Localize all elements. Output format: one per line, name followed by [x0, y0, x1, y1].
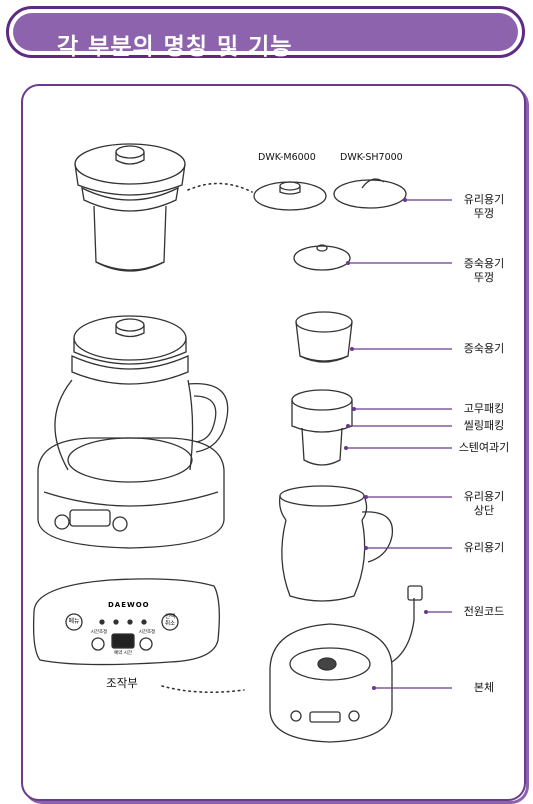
diagram-frame	[21, 84, 526, 801]
strainer-illustration	[291, 389, 353, 466]
part-label-sealing-packing: 씰링패킹	[463, 419, 505, 432]
title-bar-fill: 각 부분의 명칭 및 기능	[13, 13, 518, 60]
steamer-lid-illustration	[293, 244, 351, 271]
control-panel-illustration	[32, 578, 220, 666]
part-label-rubber-packing: 고무패킹	[463, 402, 505, 415]
glass-jug-illustration	[278, 485, 394, 602]
title-bar: 각 부분의 명칭 및 기능	[6, 6, 525, 60]
part-label-steamer: 증숙용기	[463, 342, 505, 355]
model-label-m6000: DWK-M6000	[258, 152, 316, 163]
steamer-assembly-illustration	[74, 143, 186, 272]
model-label-sh7000: DWK-SH7000	[340, 152, 403, 163]
control-panel-caption: 조작부	[106, 676, 138, 690]
part-label-glass-jug: 유리용기	[463, 541, 505, 554]
base-illustration	[269, 585, 423, 743]
part-label-strainer: 스텐여과기	[458, 441, 510, 454]
page-title: 각 부분의 명칭 및 기능	[57, 34, 293, 60]
menu-button: 메뉴	[68, 618, 80, 625]
time-up-label: 시간조정	[138, 630, 156, 635]
frame-shadow	[24, 87, 529, 804]
part-label-power-cord: 전원코드	[463, 605, 505, 618]
sh-lid-illustration	[333, 178, 407, 209]
steamer-basket-illustration	[295, 311, 353, 363]
display-label: 예약 시간	[114, 651, 132, 656]
brand-logo: DAEWOO	[108, 601, 150, 609]
kettle-assembly-illustration	[37, 315, 229, 549]
glass-lid-illustration	[253, 181, 327, 211]
part-label-base: 본체	[473, 681, 495, 694]
time-down-label: 시간조정	[90, 630, 108, 635]
